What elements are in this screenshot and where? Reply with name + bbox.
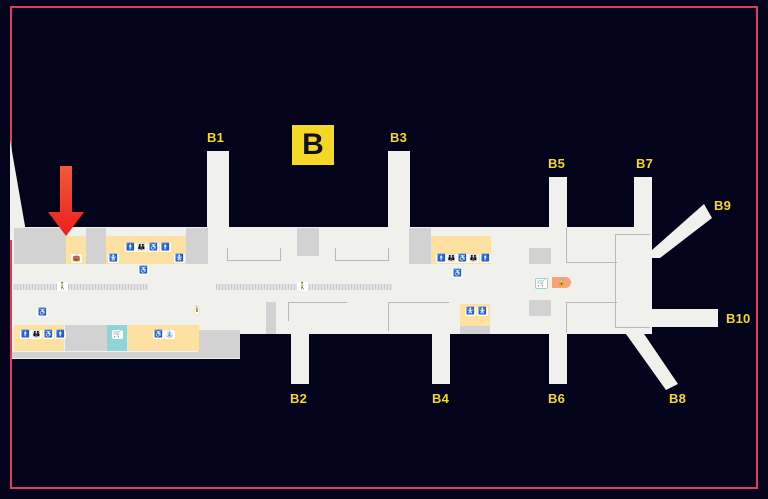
gate-label-b1: B1	[207, 130, 225, 145]
gate-lounge-wall	[288, 302, 347, 321]
terminal-edge	[10, 140, 25, 240]
gate-pier-b6[interactable]	[549, 334, 567, 384]
service-block	[65, 325, 107, 351]
accessible-restroom-icon[interactable]: ♿	[457, 254, 468, 263]
family-restroom-icon[interactable]: 👪	[31, 330, 42, 339]
family-restroom-icon[interactable]: 👪	[446, 254, 457, 263]
baby-change-icon[interactable]: 🚼	[477, 307, 488, 316]
gate-pier-b10[interactable]	[652, 309, 718, 327]
gate-label-b6: B6	[548, 391, 566, 406]
gate-pier-b1[interactable]	[207, 151, 229, 228]
service-block	[529, 300, 551, 316]
gate-label-b2: B2	[290, 391, 308, 406]
restroom-icon[interactable]: 🚹	[160, 243, 171, 252]
gate-label-b9: B9	[714, 198, 732, 213]
wing-service-strip	[12, 352, 240, 358]
map-frame	[10, 6, 758, 489]
accessible-restroom-icon[interactable]: ♿	[148, 243, 159, 252]
baby-change-icon[interactable]: 🚼	[174, 254, 185, 263]
gate-lounge-wall	[566, 228, 617, 263]
moving-walkway	[14, 284, 148, 290]
location-arrow-marker	[48, 166, 84, 236]
gate-label-b10: B10	[726, 311, 751, 326]
fountain-icon[interactable]: ⛲	[164, 330, 175, 339]
restroom-icon[interactable]: 🚹	[55, 330, 66, 339]
family-restroom-icon[interactable]: 👪	[468, 254, 479, 263]
gate-label-b3: B3	[390, 130, 408, 145]
restroom-icon[interactable]: 🚹	[20, 330, 31, 339]
baggage-icon[interactable]: 👜	[71, 254, 82, 263]
terminal-b-logo: B	[292, 125, 334, 165]
gate-label-b7: B7	[636, 156, 654, 171]
accessible-icon[interactable]: ♿	[138, 266, 149, 275]
gate-lounge-wall	[335, 248, 389, 261]
accessible-restroom-icon[interactable]: ♿	[43, 330, 54, 339]
baby-change-icon[interactable]: 🚼	[108, 254, 119, 263]
service-block	[14, 228, 66, 264]
gate-lounge-wall	[615, 234, 650, 328]
service-block	[266, 302, 276, 334]
gate-pier-b7[interactable]	[634, 177, 652, 228]
gate-pier-b8[interactable]	[620, 320, 680, 395]
gate-pier-b5[interactable]	[549, 177, 567, 228]
restroom-icon[interactable]: 🚹	[480, 254, 491, 263]
restroom-icon[interactable]: 🚹	[125, 243, 136, 252]
gate-pier-b2[interactable]	[291, 334, 309, 384]
walkway-icon[interactable]: 🚶	[297, 282, 308, 291]
restroom-icon[interactable]: 🚹	[436, 254, 447, 263]
gate-lounge-wall	[227, 248, 281, 261]
gate-label-b5: B5	[548, 156, 566, 171]
service-block	[409, 228, 431, 264]
gate-lounge-wall	[388, 302, 449, 331]
service-block	[297, 228, 319, 256]
shop-icon[interactable]: 🛒	[535, 278, 548, 289]
gate-label-b4: B4	[432, 391, 450, 406]
gate-pier-b4[interactable]	[432, 334, 450, 384]
baby-change-icon[interactable]: 🚼	[465, 307, 476, 316]
accessible-icon[interactable]: ♿	[37, 308, 48, 317]
gate-pier-b3[interactable]	[388, 151, 410, 228]
service-block	[86, 228, 106, 264]
gate-pier-b9[interactable]	[640, 200, 720, 260]
gate-label-b8: B8	[669, 391, 687, 406]
lock-icon[interactable]: 🔒	[552, 277, 571, 288]
accessible-icon[interactable]: ♿	[153, 330, 164, 339]
accessible-icon[interactable]: ♿	[452, 269, 463, 278]
family-restroom-icon[interactable]: 👪	[136, 243, 147, 252]
service-block	[186, 228, 208, 264]
service-block	[198, 330, 240, 352]
walkway-icon[interactable]: 🚶	[57, 282, 68, 291]
shop-icon[interactable]: 🛒	[112, 330, 123, 339]
service-block	[460, 326, 490, 334]
gate-lounge-wall	[566, 302, 617, 333]
service-block	[529, 248, 551, 264]
info-icon[interactable]: i	[194, 305, 200, 316]
